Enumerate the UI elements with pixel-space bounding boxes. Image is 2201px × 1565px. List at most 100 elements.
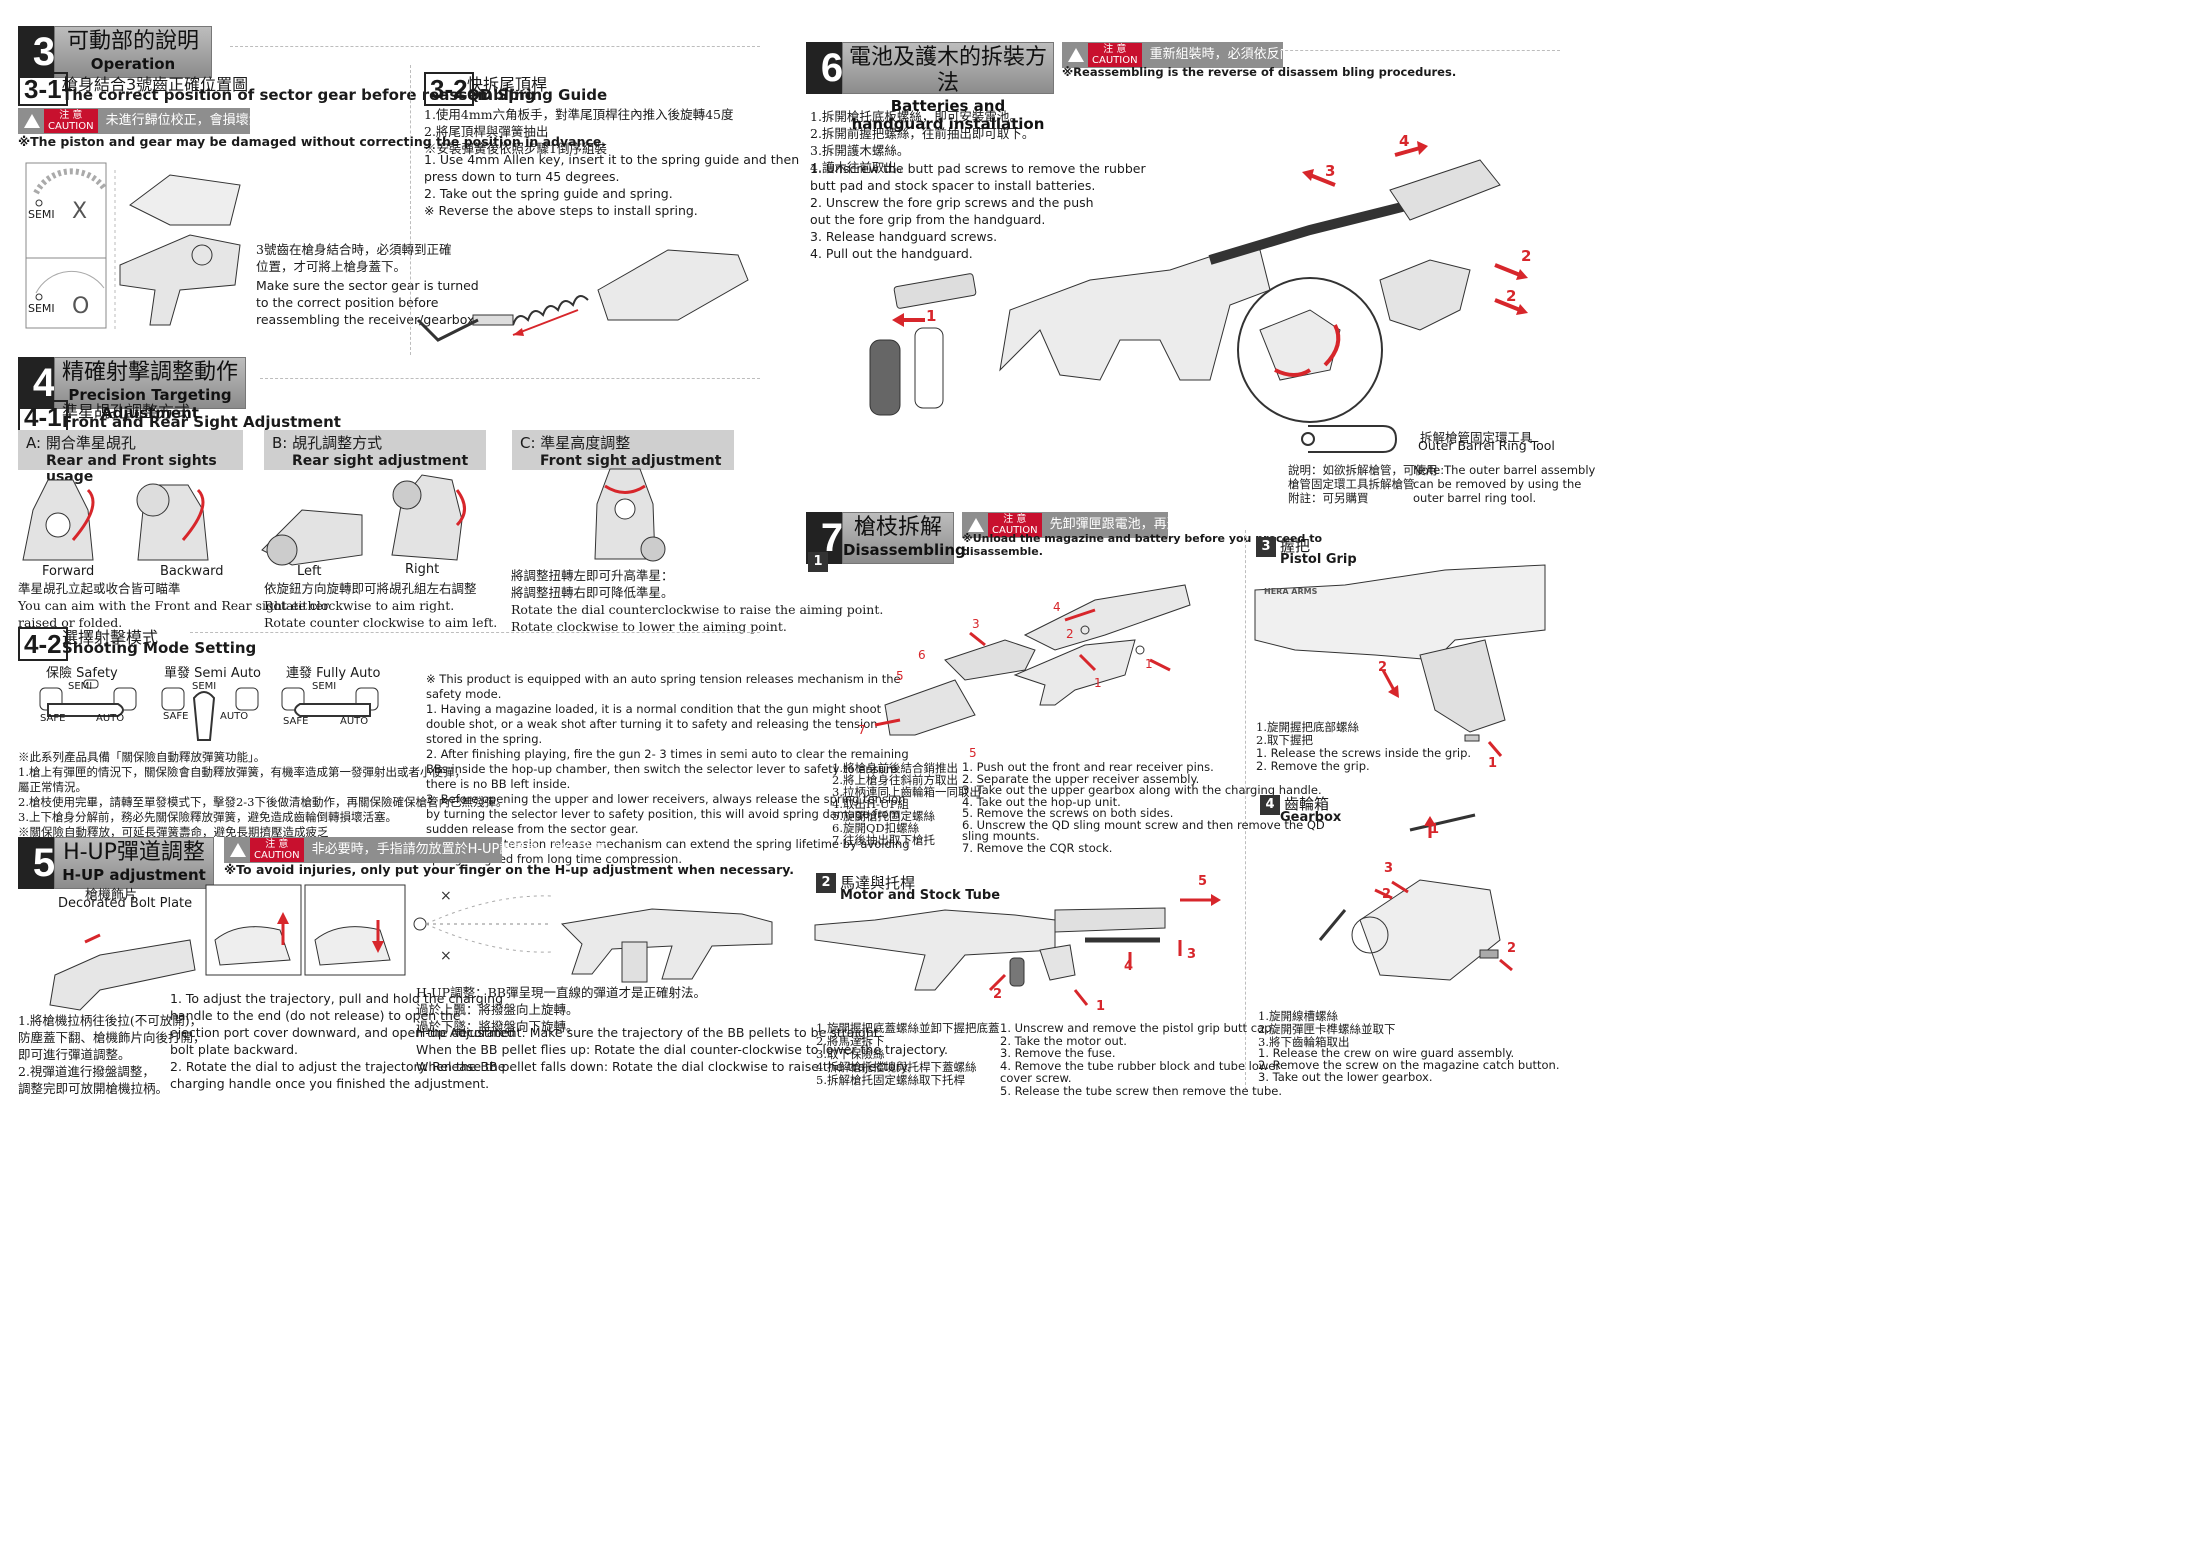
section-5-title: H-UP彈道調整 H-UP adjustment [54, 837, 214, 889]
selector-auto-icon [281, 687, 379, 717]
front-sight-adjust-diagram [594, 468, 666, 562]
forward-label: Forward [42, 564, 95, 579]
callout-7-p2-3: 3 [1187, 947, 1197, 962]
part-1-number: 1 [808, 552, 828, 572]
callout-7-p3-2: 2 [1378, 660, 1388, 675]
semi-label-top: SEMI [28, 208, 55, 221]
caution-text: 未進行歸位校正，會損壞活塞及齒輪。 [105, 113, 327, 128]
bolt-plate-zh: 槍機飾片 [85, 888, 138, 903]
part-3-number: 3 [1256, 537, 1276, 557]
subsection-3-2-zh: 快拆尾頂桿 [467, 75, 548, 94]
mode-safety-label: 保險 Safety [46, 666, 118, 681]
o-mark: O [72, 294, 90, 319]
part-1-zh-steps: 1.將槍身前後結合銷推出 2.將上槍身往斜前方取出 3.拉柄連同上齒輪箱一同取出… [832, 761, 981, 847]
gearbox-diagram [1318, 813, 1513, 981]
sight-c-text: 將調整扭轉左即可升高準星： 將調整扭轉右即可降低準星。 Rotate the d… [511, 568, 884, 634]
mode-auto-semi: SEMI [312, 681, 337, 692]
part-4-zh-steps: 1.旋開線槽螺絲 2.旋開彈匣卡榫螺絲並取下 3.將下齒輪箱取出 [1258, 1009, 1396, 1049]
svg-text:×: × [440, 888, 452, 904]
callout-7-p4-2b: 2 [1507, 941, 1517, 956]
section-6-title-en: Batteries and handguard installation [851, 97, 1045, 133]
callout-6-3: 3 [1325, 162, 1336, 180]
mode-safe-semi: SEMI [68, 681, 93, 692]
subsection-4-1-en: Front and Rear Sight Adjustment [62, 413, 341, 431]
part-3-en-steps: 1. Release the screws inside the grip. 2… [1256, 746, 1472, 773]
note-7: ※Unload the magazine and battery before … [962, 532, 1323, 558]
part-2-en-steps: 1. Unscrew and remove the pistol grip bu… [1000, 1021, 1282, 1098]
callout-6-1: 1 [926, 307, 937, 325]
tool-en: Outer Barrel Ring Tool [1418, 438, 1555, 453]
section-7-title: 槍枝拆解 Disassembling [842, 512, 966, 564]
selector-semi-icon [161, 687, 259, 741]
tool-note-zh: 說明：如欲拆解槍管，可使用 槍管固定環工具拆解槍管 附註：可另購買 [1288, 463, 1438, 505]
sight-a-text: 準星覘孔立起或收合皆可瞄準 You can aim with the Front… [18, 581, 329, 630]
section-4-title: 精確射擊調整動作 Precision Targeting Adjustment [54, 357, 246, 422]
part-3-zh-steps: 1.旋開握把底部螺絲 2.取下握把 [1256, 720, 1359, 747]
subsection-4-2-number: 4-2 [18, 627, 68, 661]
subsection-3-1-number: 3-1 [18, 72, 68, 106]
tool-zh: 拆解槍管固定環工具 [1420, 430, 1533, 445]
callout-7-7: 7 [858, 723, 866, 737]
mode-auto-safe: SAFE [283, 716, 309, 727]
sec5-en-right: H-up Adjustment: Make sure the trajector… [416, 1025, 949, 1074]
note-6: ※Reassembling is the reverse of disassem… [1062, 65, 1457, 79]
motor-stock-tube-diagram [814, 894, 1221, 1006]
mode-safe-auto: AUTO [96, 713, 125, 724]
subsection-3-1-en: The correct position of sector gear befo… [62, 86, 536, 104]
qd-spring-guide-diagram [416, 249, 749, 342]
part-4-zh: 齒輪箱 [1284, 795, 1330, 813]
trajectory-rifle-diagram: × × [413, 888, 773, 983]
section-5-title-en: H-UP adjustment [62, 866, 206, 884]
callout-7-1b: 1 [1094, 676, 1102, 690]
part-4-en: Gearbox [1280, 810, 1342, 825]
sight-a-zh: A: 開合準星覘孔 [26, 434, 136, 452]
callout-7-5a: 5 [896, 669, 904, 683]
svg-text:×: × [440, 948, 452, 964]
warning-icon [1068, 47, 1084, 62]
section-6-title-zh: 電池及護木的拆裝方法 [848, 45, 1047, 96]
mode-semi-label: 單發 Semi Auto [164, 666, 261, 681]
callout-7-p2-2: 2 [993, 987, 1003, 1002]
tool-note-en: Note:The outer barrel assembly can be re… [1413, 463, 1596, 505]
divider [260, 378, 760, 379]
section-7-title-zh: 槍枝拆解 [853, 515, 942, 540]
part-2-en: Motor and Stock Tube [840, 888, 1001, 903]
note-5: ※To avoid injuries, only put your finger… [224, 862, 795, 877]
disassembly-exploded-diagram [874, 584, 1191, 736]
divider-vertical [1245, 530, 1246, 1090]
subsection-4-2-zh: 選擇射擊模式 [62, 628, 159, 647]
subsection-3-2-en: QD Spring Guide [467, 86, 608, 104]
note-3: ※The piston and gear may be damaged with… [18, 134, 607, 149]
left-label: Left [297, 564, 322, 579]
bolt-plate-en: Decorated Bolt Plate [58, 896, 193, 911]
part-2-number: 2 [816, 873, 836, 893]
section-7-title-en: Disassembling [843, 541, 966, 559]
sight-c-en: Front sight adjustment [540, 453, 722, 469]
sight-b-en: Rear sight adjustment [292, 453, 469, 469]
callout-7-p3-1: 1 [1488, 756, 1498, 771]
callout-7-5b: 5 [969, 746, 977, 760]
sec3-en-text: Make sure the sector gear is turned to t… [256, 278, 479, 327]
callout-6-2a: 2 [1521, 247, 1532, 265]
callout-7-6: 6 [918, 648, 926, 662]
sight-b-zh: B: 覘孔調整方式 [272, 434, 383, 452]
mode-safe-safe: SAFE [40, 713, 66, 724]
warning-icon [968, 517, 984, 532]
sec4-en-notes: ※ This product is equipped with an auto … [426, 672, 910, 866]
divider [190, 632, 760, 633]
mode-auto-auto: AUTO [340, 716, 369, 727]
subsection-4-2-en: Shooting Mode Setting [62, 639, 257, 657]
mode-semi-semi: SEMI [192, 681, 217, 692]
pistol-grip-diagram [1254, 564, 1546, 757]
sec5-zh-left: 1.將槍機拉柄往後拉(不可放開)， 防塵蓋下翻、槍機飾片向後打開， 即可進行彈道… [18, 1013, 206, 1096]
section-3-title-en: Operation [90, 55, 176, 73]
sight-c-header: C: 準星高度調整 Front sight adjustment [512, 430, 734, 470]
right-label: Right [405, 562, 440, 577]
part-1-en-steps: 1. Push out the front and rear receiver … [962, 760, 1325, 855]
sec3-2-en-steps: 1. Use 4mm Allen key, insert it to the s… [424, 152, 800, 218]
